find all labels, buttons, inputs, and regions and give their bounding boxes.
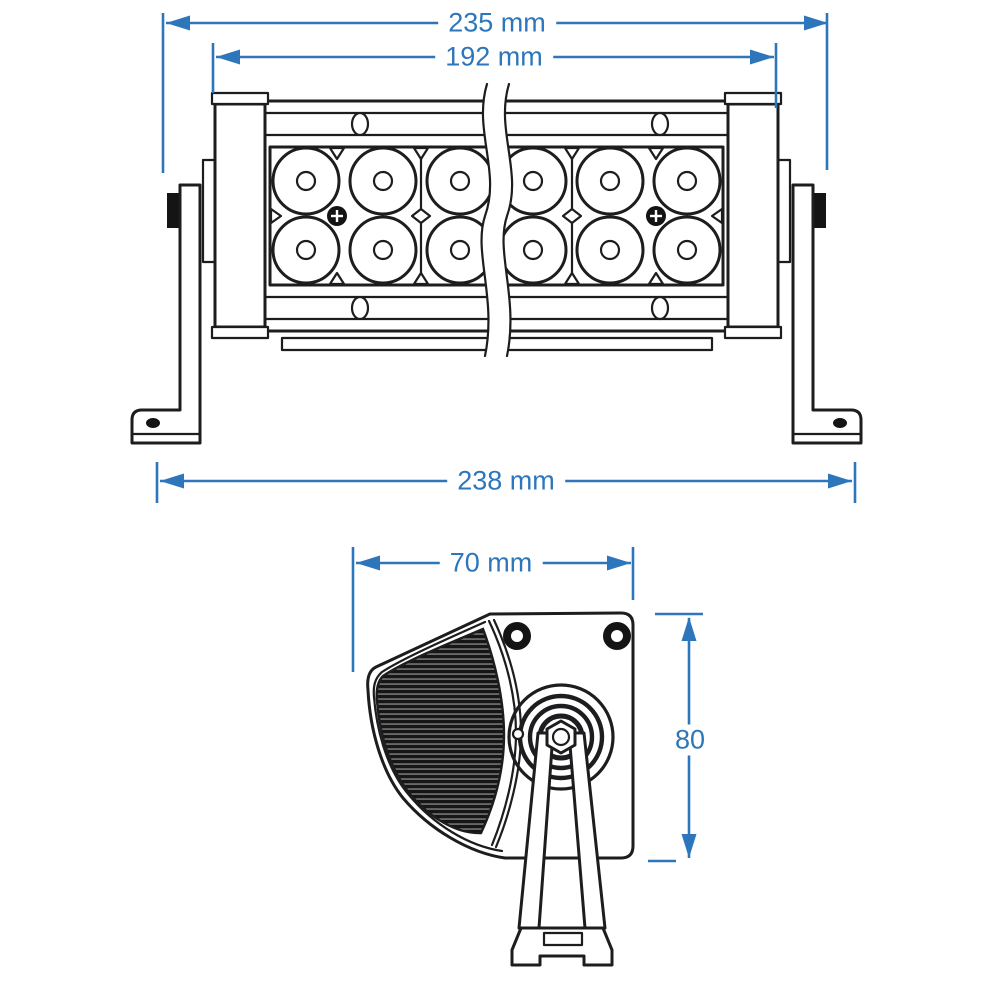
housing-screw-bottom-right — [650, 295, 670, 321]
bracket-bolt-hole-left — [146, 418, 160, 428]
side-screw-right — [603, 622, 631, 650]
arrowhead-up-icon — [681, 617, 697, 641]
side-body — [366, 611, 635, 860]
panel-triangle-details — [328, 146, 665, 286]
arrowhead-left-icon — [356, 555, 380, 571]
dimension-label-depth: 70 mm — [439, 547, 543, 579]
arrowhead-right-icon — [804, 15, 828, 31]
break-lines — [480, 80, 514, 359]
side-bracket-legs — [517, 719, 607, 930]
side-bracket-foot — [510, 926, 614, 967]
bracket-plate-right — [776, 158, 792, 264]
panel-screw-icon — [327, 206, 666, 226]
arrowhead-right-icon — [607, 555, 631, 571]
arrowhead-left-icon — [166, 15, 190, 31]
dimension-label-overall-width: 235 mm — [438, 7, 556, 39]
arrowhead-right-icon — [828, 473, 852, 489]
dimension-label-lens-width: 192 mm — [435, 41, 553, 73]
dimension-label-bracket-width: 238 mm — [447, 465, 565, 497]
pivot-pin-hole — [511, 727, 525, 741]
led-lenses — [271, 146, 722, 285]
lens-hatch-area — [375, 627, 506, 835]
mounting-bracket-right — [776, 158, 863, 445]
side-view — [351, 547, 703, 967]
arrowhead-right-icon — [750, 49, 774, 65]
arrowhead-down-icon — [681, 834, 697, 858]
housing-screw-bottom-left — [350, 295, 370, 321]
end-cap-left — [210, 91, 270, 340]
front-view — [130, 13, 863, 503]
side-screw-left — [503, 622, 531, 650]
end-cap-right — [723, 91, 783, 340]
housing-screw-top-left — [350, 111, 370, 137]
panel-diamond-details — [269, 207, 724, 225]
bracket-bolt-hole-right — [833, 418, 847, 428]
arrowhead-left-icon — [216, 49, 240, 65]
mounting-bracket-left — [130, 158, 217, 445]
dimension-label-height: 80 — [668, 724, 712, 756]
bracket-plate-left — [201, 158, 217, 264]
housing-screw-top-right — [650, 111, 670, 137]
arrowhead-left-icon — [160, 473, 184, 489]
